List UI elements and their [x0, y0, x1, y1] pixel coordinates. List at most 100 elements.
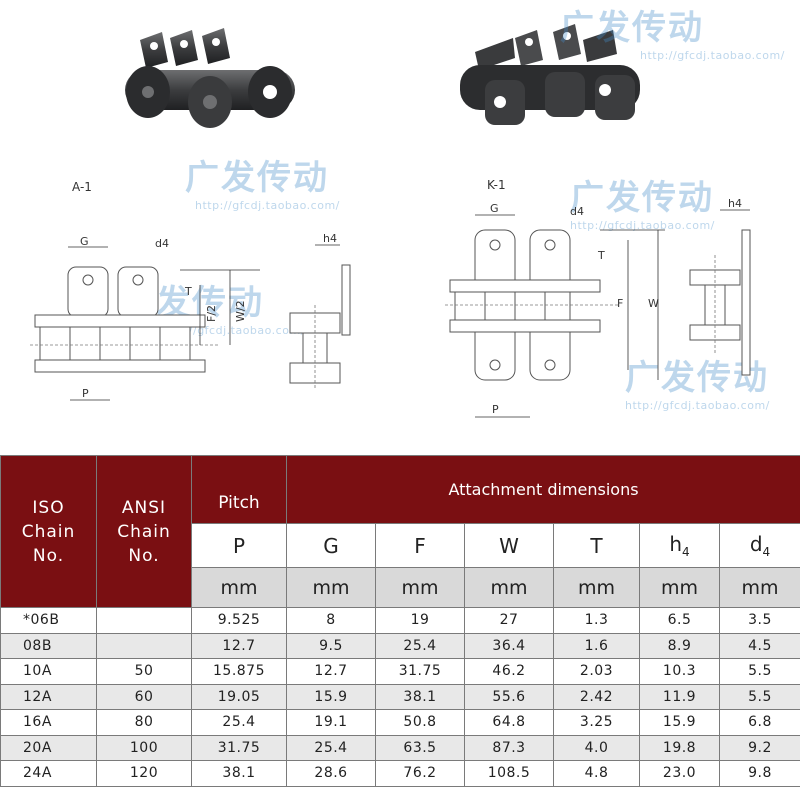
dim-f-k1: F	[617, 297, 623, 310]
table-cell: 10A	[0, 658, 97, 685]
table-cell: 12.7	[191, 632, 287, 659]
table-cell: 4.5	[718, 632, 800, 659]
table-cell: 5.5	[718, 683, 800, 710]
unit-p: mm	[191, 567, 287, 608]
table-cell: 3.5	[718, 607, 800, 634]
table-cell: 24A	[0, 760, 97, 787]
table-cell: 2.03	[553, 658, 640, 685]
table-cell: 38.1	[375, 683, 465, 710]
watermark-url: http://gfcdj.taobao.com/	[570, 219, 715, 232]
col-header-p: P	[191, 523, 287, 568]
table-cell: 1.3	[553, 607, 640, 634]
table-cell: 108.5	[464, 760, 554, 787]
table-cell: 3.25	[553, 709, 640, 736]
col-header-d4-sub: 4	[762, 545, 771, 559]
col-header-f: F	[375, 523, 465, 568]
table-cell: 19.1	[286, 709, 376, 736]
table-cell: 19	[375, 607, 465, 634]
ansi-header-line: ANSI	[121, 498, 167, 518]
table-cell: 19.8	[639, 734, 720, 761]
table-cell: 12A	[0, 683, 97, 710]
unit-g: mm	[286, 567, 376, 608]
table-cell: 9.8	[718, 760, 800, 787]
col-header-h4-sub: 4	[682, 545, 690, 559]
chain-photo-a1	[125, 28, 295, 128]
unit-h4: mm	[639, 567, 720, 608]
table-cell: 31.75	[191, 734, 287, 761]
table-cell: *06B	[0, 607, 97, 634]
table-cell	[96, 632, 192, 659]
watermark-url: http://gfcdj.taobao.com/	[625, 399, 770, 412]
table-cell: 120	[96, 760, 192, 787]
table-cell: 1.6	[553, 632, 640, 659]
table-cell: 15.9	[639, 709, 720, 736]
table-cell: 15.875	[191, 658, 287, 685]
table-cell: 9.2	[718, 734, 800, 761]
iso-header-line: ISO	[32, 498, 65, 518]
table-cell: 5.5	[718, 658, 800, 685]
watermark-url: http://gfcdj.taobao.com/	[195, 199, 340, 212]
table-cell: 27	[464, 607, 554, 634]
table-cell: 38.1	[191, 760, 287, 787]
table-cell: 6.5	[639, 607, 720, 634]
table-cell: 25.4	[375, 632, 465, 659]
col-header-d4: d4	[718, 523, 800, 568]
watermark-mid-right: 广发传动 http://gfcdj.taobao.com/	[570, 170, 715, 232]
iso-header-line: Chain	[21, 522, 76, 542]
chain-photo-k1	[460, 24, 640, 125]
dim-w-k1: W	[648, 297, 659, 310]
table-cell: 36.4	[464, 632, 554, 659]
dim-f2-a1: F/2	[205, 305, 218, 322]
table-cell: 15.9	[286, 683, 376, 710]
dim-t-k1: T	[597, 249, 605, 262]
table-cell: 08B	[0, 632, 97, 659]
table-cell: 55.6	[464, 683, 554, 710]
table-cell: 11.9	[639, 683, 720, 710]
dim-d4-a1: d4	[155, 237, 169, 250]
table-cell: 63.5	[375, 734, 465, 761]
dim-h4-a1: h4	[323, 232, 337, 245]
attachment-dimensions-table: ISO Chain No. ANSI Chain No. Pitch Attac…	[0, 455, 800, 787]
table-cell: 50	[96, 658, 192, 685]
table-cell: 25.4	[191, 709, 287, 736]
watermark-brand: 广发传动	[570, 178, 714, 218]
unit-w: mm	[464, 567, 554, 608]
table-cell: 60	[96, 683, 192, 710]
table-cell: 50.8	[375, 709, 465, 736]
table-cell: 10.3	[639, 658, 720, 685]
diagram-k1: G d4 T F W P h4	[445, 197, 751, 418]
table-cell	[96, 607, 192, 634]
diagram-a1: G d4 T F/2 W/2 P h4	[30, 232, 351, 401]
watermark-brand: 广发传动	[560, 8, 704, 48]
spec-table: ISO Chain No. ANSI Chain No. Pitch Attac…	[0, 455, 800, 800]
diagram-label-k1: K-1	[487, 178, 506, 192]
table-cell: 23.0	[639, 760, 720, 787]
ansi-header-line: Chain	[117, 522, 171, 542]
dim-h4-k1: h4	[728, 197, 742, 210]
table-cell: 19.05	[191, 683, 287, 710]
watermark-top: 广发传动 http://gfcdj.taobao.com/	[560, 0, 785, 62]
dim-g-a1: G	[80, 235, 89, 248]
ansi-chain-header: ANSI Chain No.	[96, 455, 192, 608]
dim-p-a1: P	[82, 387, 89, 400]
watermark-url: http://gfcdj.taobao.com/	[640, 49, 785, 62]
attachment-dimensions-header: Attachment dimensions	[285, 455, 800, 524]
col-header-h4: h4	[639, 523, 720, 568]
table-cell: 31.75	[375, 658, 465, 685]
watermark-brand: 广发传动	[185, 158, 329, 198]
dim-t-a1: T	[184, 285, 192, 298]
table-cell: 80	[96, 709, 192, 736]
table-cell: 9.5	[286, 632, 376, 659]
table-cell: 16A	[0, 709, 97, 736]
dim-p-k1: P	[492, 403, 499, 416]
table-cell: 100	[96, 734, 192, 761]
dim-w2-a1: W/2	[234, 300, 247, 322]
table-cell: 46.2	[464, 658, 554, 685]
pitch-header: Pitch	[191, 455, 287, 524]
